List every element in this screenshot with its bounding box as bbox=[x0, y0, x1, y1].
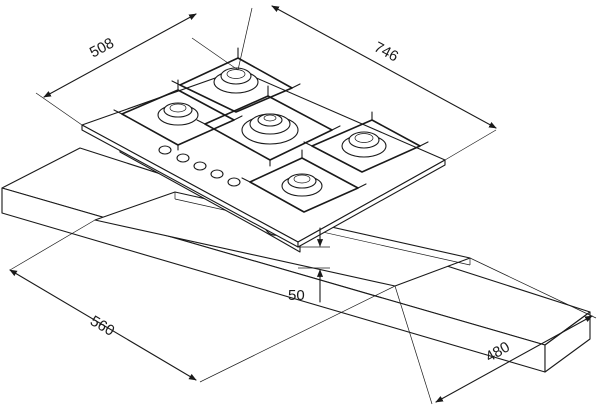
dimension-hob-height: 50 bbox=[288, 227, 330, 304]
dimension-label-50: 50 bbox=[288, 287, 305, 304]
burner-rear bbox=[213, 67, 259, 94]
burner-left bbox=[157, 102, 199, 126]
knob-4 bbox=[210, 169, 224, 179]
control-knobs bbox=[158, 145, 241, 187]
dimension-label-508: 508 bbox=[87, 35, 117, 62]
glass-side-edge bbox=[297, 159, 446, 248]
dimension-label-560: 560 bbox=[87, 312, 117, 339]
hob bbox=[81, 47, 446, 253]
burner-front bbox=[281, 173, 323, 197]
knob-2 bbox=[176, 153, 190, 163]
knob-3 bbox=[193, 161, 207, 171]
knob-1 bbox=[158, 145, 172, 155]
dimension-label-746: 746 bbox=[371, 39, 401, 66]
knob-5 bbox=[227, 177, 241, 187]
burner-right bbox=[341, 131, 387, 158]
